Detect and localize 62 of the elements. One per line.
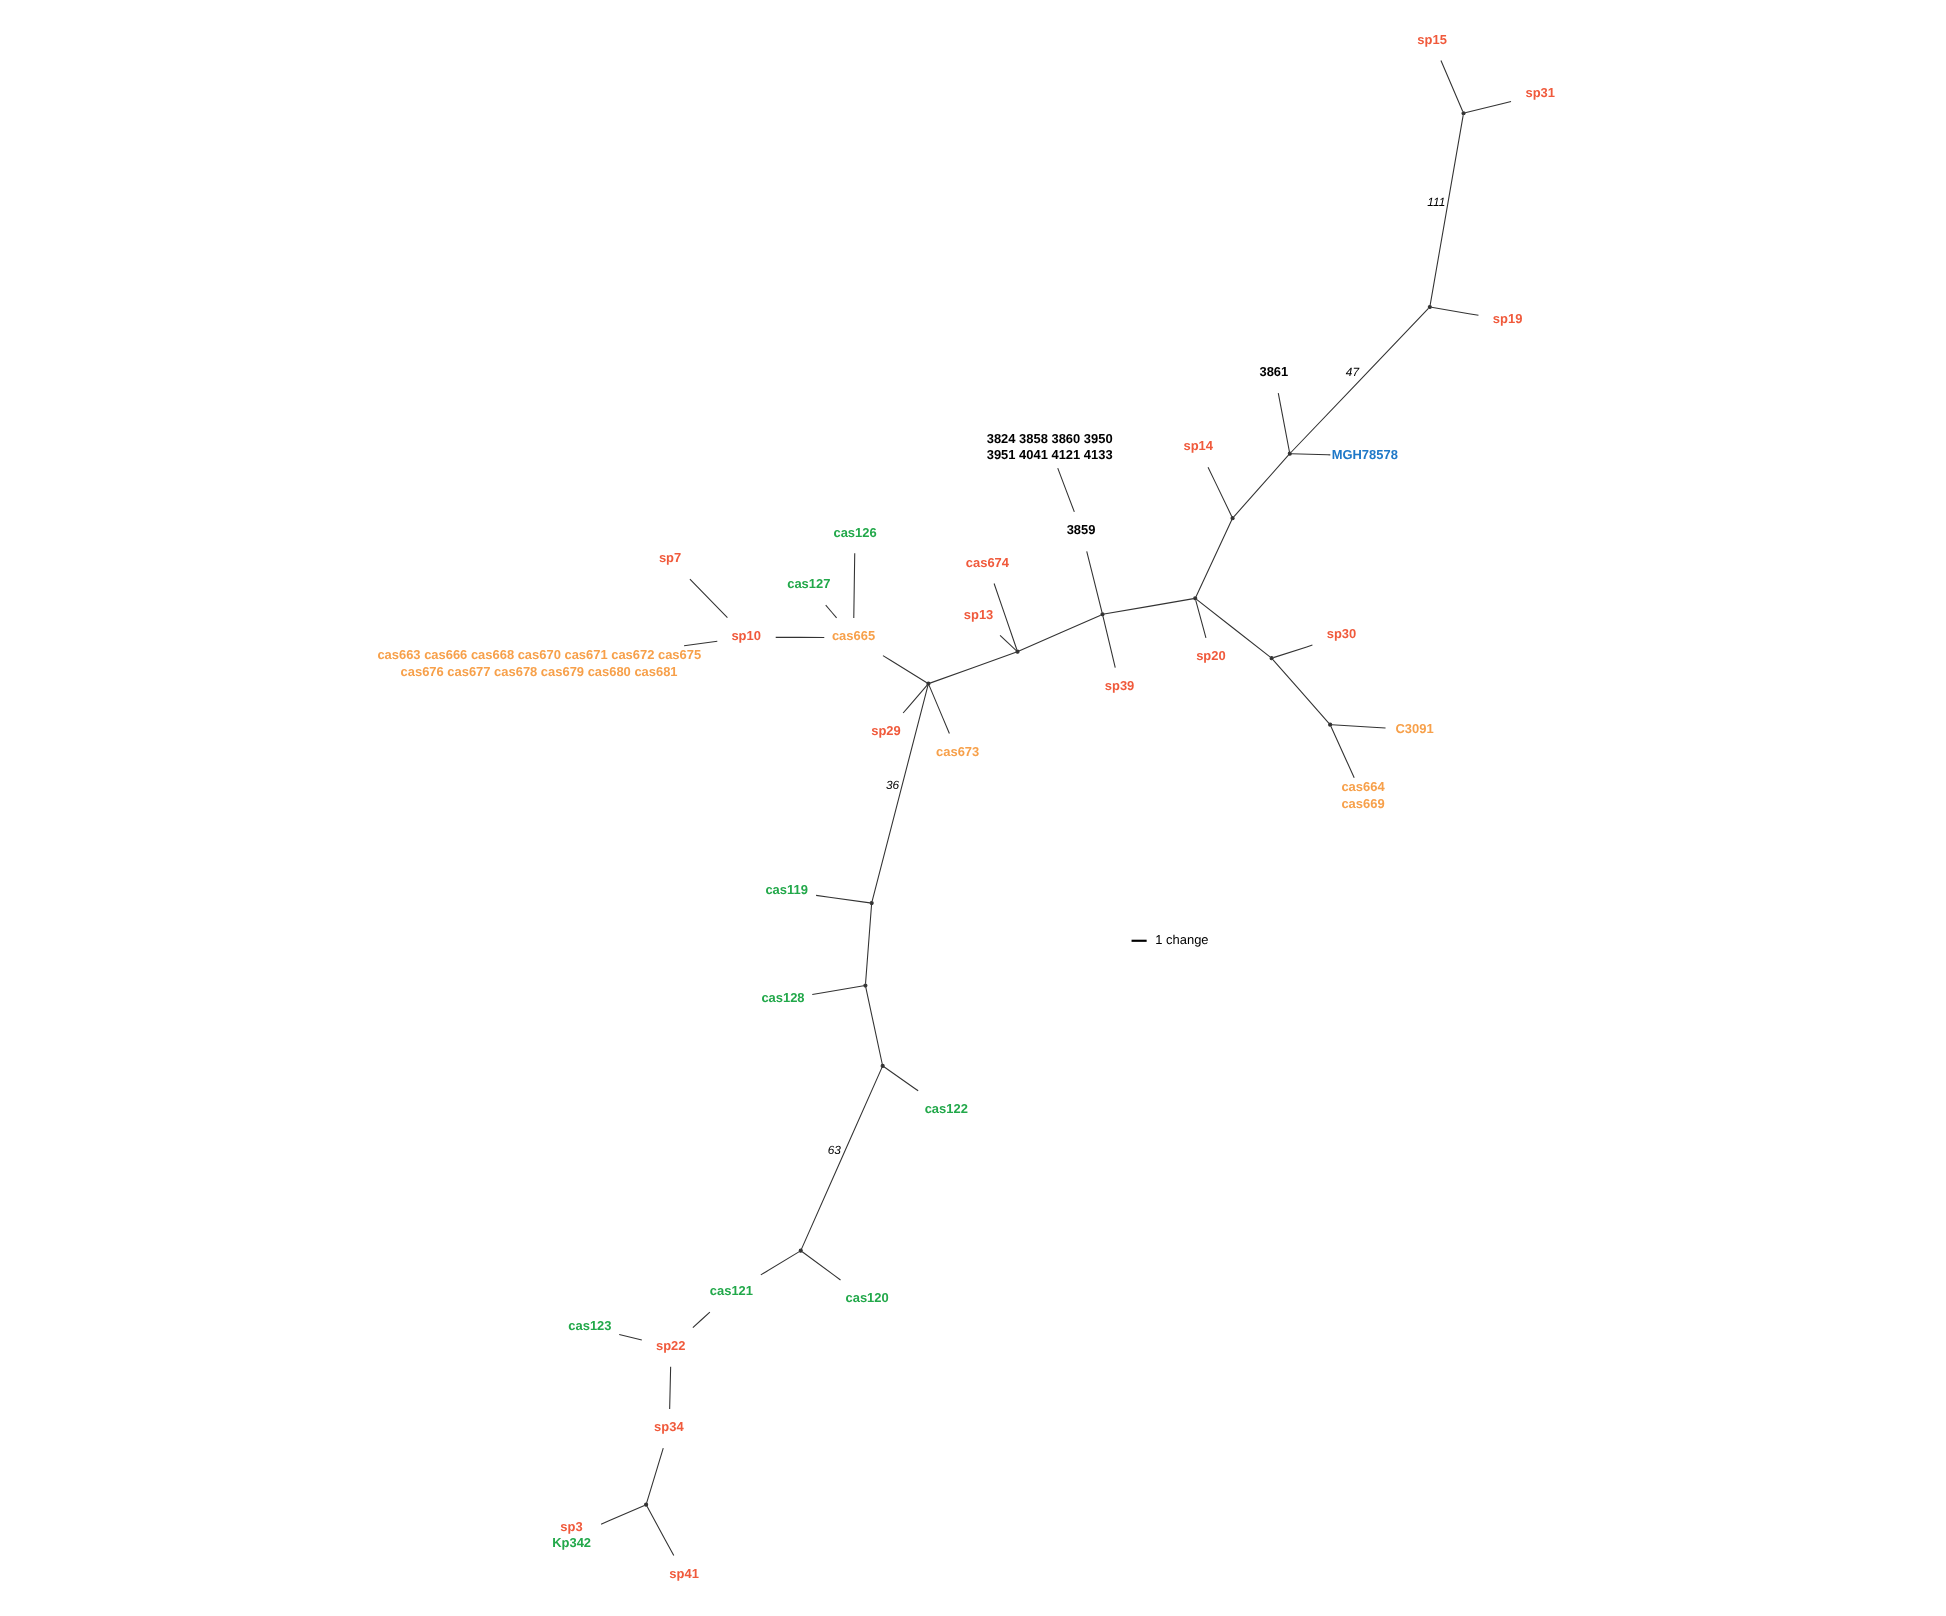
connector xyxy=(1464,100,1512,114)
connector xyxy=(775,636,825,638)
connector xyxy=(669,1366,672,1410)
connector xyxy=(689,578,728,619)
connector xyxy=(811,985,865,995)
connector xyxy=(760,1251,800,1276)
connector xyxy=(1057,467,1075,513)
connector xyxy=(882,655,928,684)
connector xyxy=(646,1447,664,1504)
connector xyxy=(993,583,1018,651)
node-point xyxy=(1230,516,1235,521)
node-point xyxy=(1269,656,1274,661)
node-point xyxy=(869,901,874,906)
connector xyxy=(1290,453,1331,456)
connector xyxy=(999,634,1017,651)
connector xyxy=(800,1066,883,1250)
connector xyxy=(801,1251,842,1281)
connector xyxy=(825,604,838,619)
connector xyxy=(1207,466,1233,517)
node-point xyxy=(926,681,931,686)
connector xyxy=(1102,615,1116,669)
node-point xyxy=(1100,612,1105,617)
connector xyxy=(815,894,871,904)
connector xyxy=(1233,454,1290,518)
connector xyxy=(883,1066,919,1092)
connector xyxy=(1331,724,1387,729)
connector xyxy=(1086,550,1103,614)
node-point xyxy=(644,1502,649,1507)
connector xyxy=(646,1505,675,1557)
connector xyxy=(1272,659,1330,724)
connector xyxy=(928,684,950,734)
node-point xyxy=(1427,304,1432,310)
connector xyxy=(618,1334,643,1341)
connector xyxy=(1272,644,1313,659)
node-point xyxy=(798,1248,803,1253)
connector xyxy=(1195,599,1207,639)
connector xyxy=(1330,725,1355,779)
connector xyxy=(1195,519,1233,598)
connector xyxy=(600,1504,645,1525)
connector xyxy=(1440,60,1464,112)
connector xyxy=(1430,306,1479,316)
node-point xyxy=(1461,111,1466,116)
connector xyxy=(871,684,929,902)
connector xyxy=(1290,307,1429,453)
connector xyxy=(1018,614,1102,652)
connector xyxy=(1103,598,1195,615)
connector xyxy=(853,552,856,619)
connector xyxy=(1277,392,1290,453)
connector xyxy=(902,684,928,714)
node-point xyxy=(880,1063,885,1068)
node-point xyxy=(1015,649,1020,654)
node-point xyxy=(1287,451,1292,456)
connector xyxy=(865,904,873,985)
node-point xyxy=(1328,722,1333,727)
connector xyxy=(1429,114,1464,306)
connector xyxy=(929,651,1017,684)
node-point xyxy=(863,983,868,988)
connector xyxy=(692,1311,711,1329)
connector xyxy=(1196,598,1271,658)
connector xyxy=(865,986,883,1065)
connector xyxy=(683,640,718,647)
node-point xyxy=(1193,596,1198,601)
